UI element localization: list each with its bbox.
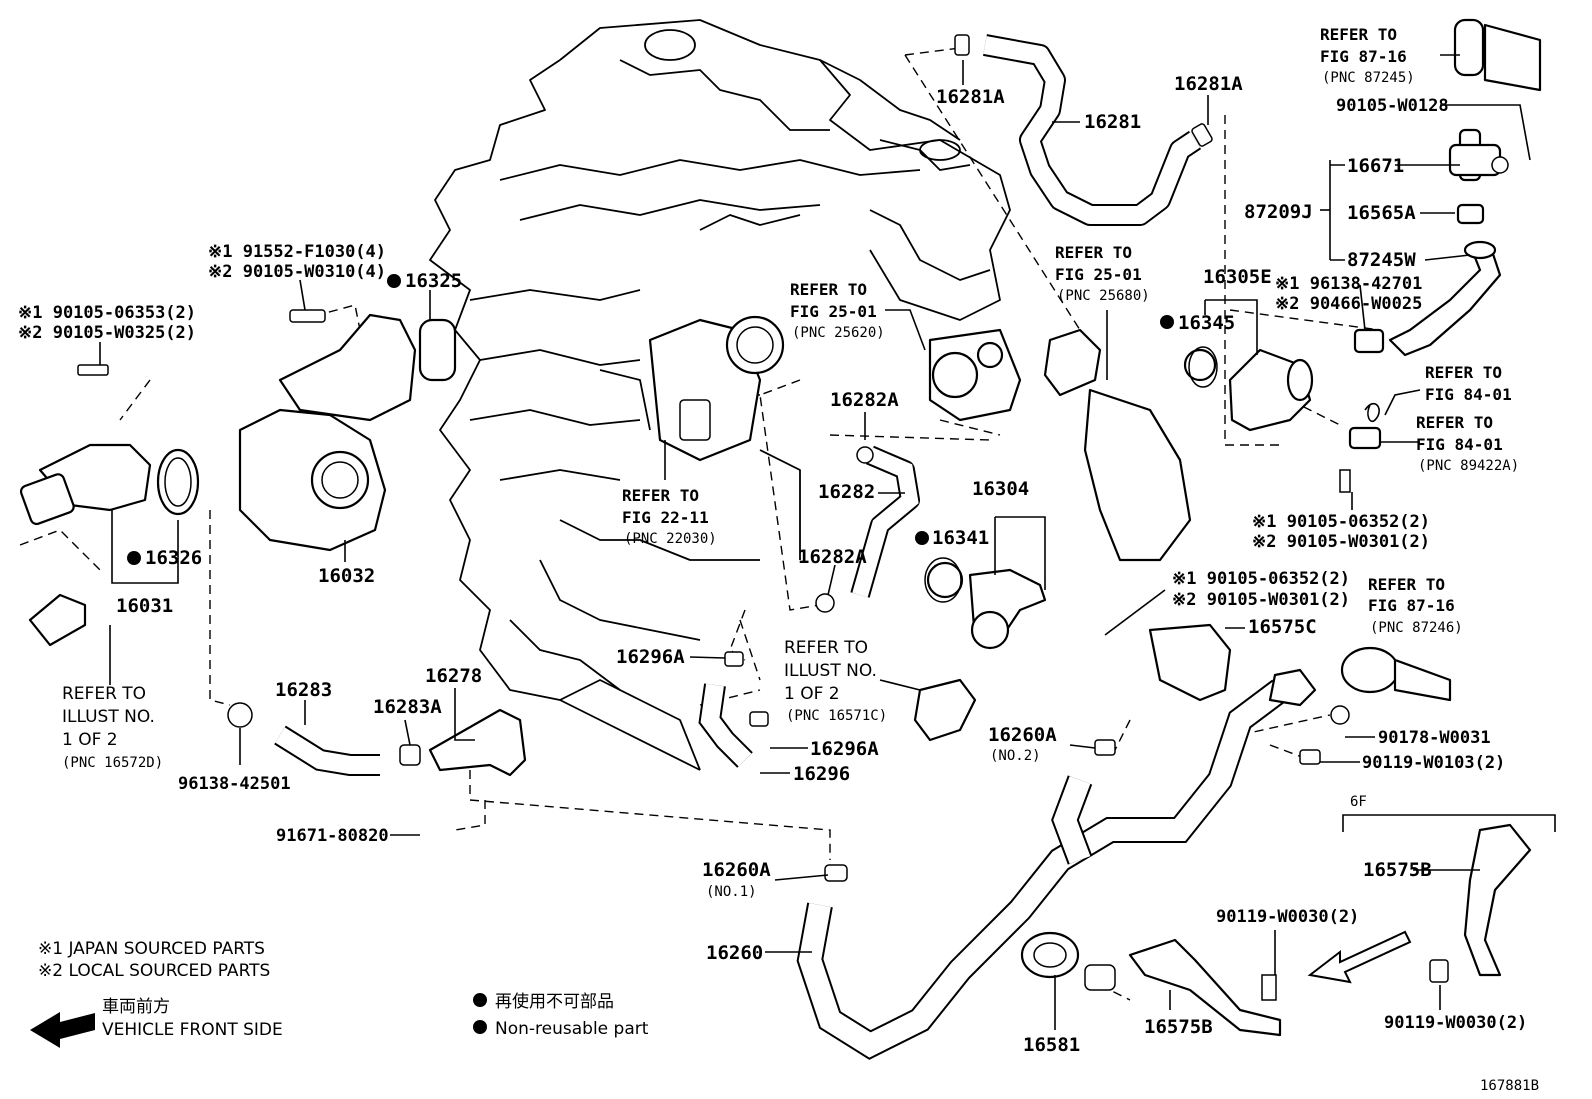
label-90105-06352-right: ※1 90105-06352(2) <box>1252 512 1430 532</box>
label-90105-W0310: ※2 90105-W0310(4) <box>208 262 386 282</box>
label-90119-W0030-b: 90119-W0030(2) <box>1384 1013 1527 1033</box>
ref-fig87-16b-line3: (PNC 87246) <box>1370 620 1463 636</box>
ref-illust-a-line4: (PNC 16572D) <box>62 755 163 771</box>
label-90105-06353: ※1 90105-06353(2) <box>18 303 196 323</box>
label-16296A-top: 16296A <box>616 646 685 668</box>
ref-illust-a-line3: 1 OF 2 <box>62 730 118 750</box>
label-91671-80820: 91671-80820 <box>276 826 389 846</box>
direction-label-en: VEHICLE FRONT SIDE <box>102 1020 283 1040</box>
label-16296A-bottom: 16296A <box>810 738 879 760</box>
label-16260A-no1: 16260A <box>702 859 771 881</box>
label-90105-06352-mid: ※1 90105-06352(2) <box>1172 569 1350 589</box>
nonreuse-label-jp: 再使用不可部品 <box>495 991 614 1012</box>
label-16565A: 16565A <box>1347 202 1416 224</box>
ref-fig22-11-line1: REFER TO <box>622 486 699 505</box>
label-16282A-bottom: 16282A <box>798 546 867 568</box>
label-90105-W0301-right: ※2 90105-W0301(2) <box>1252 532 1430 552</box>
ref-fig84-01b-line1: REFER TO <box>1416 413 1493 432</box>
label-16281: 16281 <box>1084 111 1141 133</box>
note-local-sourced: ※2 LOCAL SOURCED PARTS <box>38 961 270 981</box>
label-16032: 16032 <box>318 565 375 587</box>
ref-fig25-01b-line2: FIG 25-01 <box>1055 265 1142 284</box>
label-16278: 16278 <box>425 665 482 687</box>
label-16305E: 16305E <box>1203 266 1272 288</box>
label-90105-W0128: 90105-W0128 <box>1336 96 1449 116</box>
label-16282A-top: 16282A <box>830 389 899 411</box>
ref-illust-b-line4: (PNC 16571C) <box>786 708 887 724</box>
label-no1: (NO.1) <box>706 884 757 900</box>
part-labels: 16281A 16281 16281A REFER TO FIG 87-16 (… <box>18 25 1527 1056</box>
ref-fig25-01b-line3: (PNC 25680) <box>1057 288 1150 304</box>
label-16281A-top: 16281A <box>936 86 1005 108</box>
ref-illust-a-line2: ILLUST NO. <box>62 707 155 727</box>
ref-fig87-16a-line3: (PNC 87245) <box>1322 70 1415 86</box>
ref-fig84-01a-line1: REFER TO <box>1425 363 1502 382</box>
label-16575C: 16575C <box>1248 616 1317 638</box>
label-90105-W0301-mid: ※2 90105-W0301(2) <box>1172 590 1350 610</box>
label-16325: 16325 <box>405 270 462 292</box>
label-90466-W0025: ※2 90466-W0025 <box>1275 294 1422 314</box>
label-16326: 16326 <box>145 547 202 569</box>
label-16031: 16031 <box>116 595 173 617</box>
label-16283: 16283 <box>275 679 332 701</box>
label-90105-W0325: ※2 90105-W0325(2) <box>18 323 196 343</box>
label-no2: (NO.2) <box>990 748 1041 764</box>
label-16581: 16581 <box>1023 1034 1080 1056</box>
ref-fig87-16a-line1: REFER TO <box>1320 25 1397 44</box>
label-16575B-bottom: 16575B <box>1144 1016 1213 1038</box>
label-16304: 16304 <box>972 478 1029 500</box>
label-87209J: 87209J <box>1244 201 1313 223</box>
label-16283A: 16283A <box>373 696 442 718</box>
direction-label-jp: 車両前方 <box>102 997 170 1017</box>
engine-block-outline <box>429 19 1011 771</box>
label-16296: 16296 <box>793 763 850 785</box>
label-16282: 16282 <box>818 481 875 503</box>
non-reusable-markers <box>127 274 1174 1034</box>
label-16281A-right: 16281A <box>1174 73 1243 95</box>
ref-fig84-01b-line2: FIG 84-01 <box>1416 435 1503 454</box>
ref-fig25-01a-line2: FIG 25-01 <box>790 302 877 321</box>
ref-fig87-16a-line2: FIG 87-16 <box>1320 47 1407 66</box>
ref-fig25-01b-line1: REFER TO <box>1055 243 1132 262</box>
direction-arrow <box>1307 930 1412 984</box>
ref-illust-b-line2: ILLUST NO. <box>784 661 877 681</box>
label-91552-F1030: ※1 91552-F1030(4) <box>208 242 386 262</box>
ref-fig84-01a-line2: FIG 84-01 <box>1425 385 1512 404</box>
ref-fig22-11-line3: (PNC 22030) <box>624 531 717 547</box>
parts-drawings <box>19 18 1542 1060</box>
label-16345: 16345 <box>1178 312 1235 334</box>
ref-fig87-16b-line1: REFER TO <box>1368 575 1445 594</box>
assembly-dashed-lines <box>19 47 1381 1001</box>
variant-label: 6F <box>1350 794 1367 810</box>
ref-illust-a-line1: REFER TO <box>62 684 146 704</box>
label-87245W: 87245W <box>1347 249 1416 271</box>
ref-fig25-01a-line1: REFER TO <box>790 280 867 299</box>
label-90119-W0030-a: 90119-W0030(2) <box>1216 907 1359 927</box>
figure-code: 167881B <box>1480 1078 1539 1094</box>
label-96138-42501: 96138-42501 <box>178 774 291 794</box>
label-leaders <box>99 54 1556 1030</box>
ref-fig84-01b-line3: (PNC 89422A) <box>1418 458 1519 474</box>
note-japan-sourced: ※1 JAPAN SOURCED PARTS <box>38 939 265 959</box>
label-16671: 16671 <box>1347 155 1404 177</box>
ref-fig87-16b-line2: FIG 87-16 <box>1368 596 1455 615</box>
vehicle-front-arrow <box>30 1012 95 1048</box>
label-90178-W0031: 90178-W0031 <box>1378 728 1491 748</box>
label-96138-42701: ※1 96138-42701 <box>1275 274 1422 294</box>
nonreuse-label-en: Non-reusable part <box>495 1019 649 1039</box>
ref-illust-b-line3: 1 OF 2 <box>784 684 840 704</box>
ref-fig25-01a-line3: (PNC 25620) <box>792 325 885 341</box>
label-16341: 16341 <box>932 527 989 549</box>
label-90119-W0103: 90119-W0103(2) <box>1362 753 1505 773</box>
label-16575B-right: 16575B <box>1363 859 1432 881</box>
legend: ※1 JAPAN SOURCED PARTS ※2 LOCAL SOURCED … <box>38 939 1539 1094</box>
ref-illust-b-line1: REFER TO <box>784 638 868 658</box>
label-16260: 16260 <box>706 942 763 964</box>
label-16260A-no2: 16260A <box>988 724 1057 746</box>
ref-fig22-11-line2: FIG 22-11 <box>622 508 709 527</box>
